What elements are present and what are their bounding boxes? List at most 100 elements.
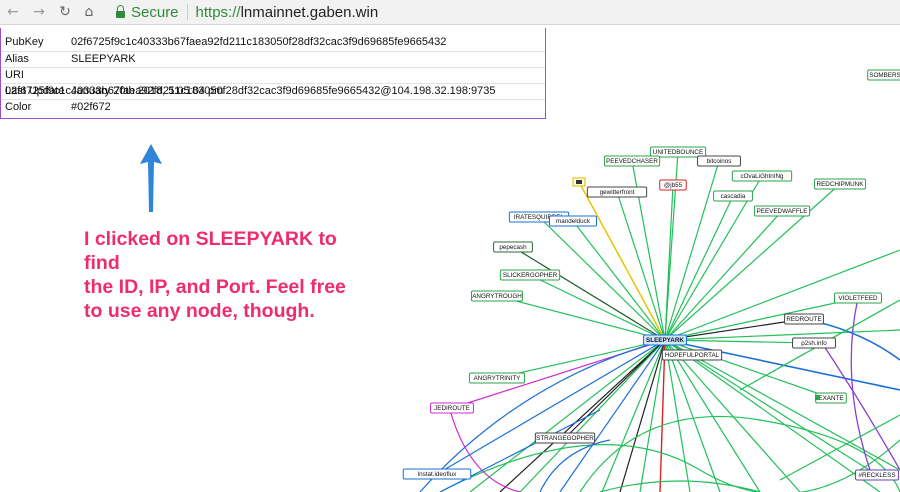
graph-node-label: SOMBERS <box>869 72 900 79</box>
graph-node-box <box>731 170 793 182</box>
graph-edge <box>616 191 666 341</box>
graph-edge <box>449 409 521 492</box>
graph-node-cascadia[interactable]: cascadia <box>713 190 753 202</box>
graph-node-sombers[interactable]: SOMBERS <box>867 69 900 81</box>
graph-node-box <box>753 205 811 217</box>
graph-node-peevedchaser[interactable]: PEEVEDCHASER <box>603 155 661 167</box>
graph-node-unitedbounce[interactable]: UNITEDBOUNCE <box>649 146 707 158</box>
graph-edge <box>512 246 666 341</box>
graph-node-sleepyark[interactable]: SLEEPYARK <box>643 334 687 346</box>
graph-node-label: lnstat.ideoflux <box>418 471 457 478</box>
graph-node-exante[interactable]: EXANTE <box>815 392 847 404</box>
graph-edge <box>664 183 841 341</box>
url-separator <box>186 4 188 20</box>
graph-node-label: IRATESQUIRREL <box>514 214 565 221</box>
graph-node-box <box>834 292 882 304</box>
graph-node-lnstat-ideoflux[interactable]: lnstat.ideoflux <box>402 468 472 480</box>
graph-node-label: SLICKERGOPHER <box>503 272 558 279</box>
graph-node-box <box>867 69 900 81</box>
graph-node-unlabeled[interactable] <box>572 177 586 187</box>
graph-node-label: REDCHIPMUNK <box>817 181 865 188</box>
graph-node-strangegopher[interactable]: STRANGEGOPHER <box>534 432 596 444</box>
graph-edge <box>664 249 900 341</box>
graph-edge <box>499 339 666 492</box>
graph-node-box <box>470 290 524 302</box>
graph-node-redchipmunk[interactable]: REDCHIPMUNK <box>813 178 867 190</box>
graph-node-box <box>549 215 597 227</box>
forward-arrow-icon[interactable]: → <box>33 4 45 20</box>
home-icon[interactable]: ⌂ <box>84 4 94 20</box>
graph-node-label: ANGRYTRINITY <box>474 375 522 382</box>
graph-node-label: VIOLETFEED <box>838 295 878 302</box>
graph-node-gewitterfront[interactable]: gewitterfront <box>586 186 648 198</box>
graph-node-label: REDROUTE <box>786 316 821 323</box>
back-arrow-icon[interactable]: ← <box>7 4 19 20</box>
graph-node--reckless[interactable]: #RECKLESS <box>855 469 899 481</box>
graph-edge <box>664 339 881 492</box>
graph-node-label: @jb55 <box>664 182 683 189</box>
graph-node-angrytrough[interactable]: ANGRYTROUGH <box>470 290 524 302</box>
graph-edge <box>572 220 666 341</box>
address-bar[interactable]: Secure https:// lnmainnet.gaben.win <box>116 2 378 22</box>
graph-node-box <box>430 402 474 414</box>
graph-edge <box>601 339 666 492</box>
graph-node-angrytrinity[interactable]: ANGRYTRINITY <box>468 372 526 384</box>
graph-node-slickergopher[interactable]: SLICKERGOPHER <box>499 269 561 281</box>
graph-node-label: ANGRYTROUGH <box>472 293 522 300</box>
graph-edge <box>664 339 815 344</box>
graph-node-violetfeed[interactable]: VIOLETFEED <box>834 292 882 304</box>
graph-node-label: PEEVEDWAFFLE <box>757 208 808 215</box>
graph-edge <box>538 216 666 341</box>
graph-node-label: #RECKLESS <box>858 472 895 479</box>
graph-edge <box>539 439 611 492</box>
graph-node-box <box>784 313 824 325</box>
lock-icon <box>116 4 125 18</box>
browser-toolbar: ← → ↻ ⌂ Secure https:// lnmainnet.gaben.… <box>0 0 900 25</box>
graph-node--jb55[interactable]: @jb55 <box>659 179 687 191</box>
graph-node-box <box>661 349 723 361</box>
graph-edge <box>664 297 859 341</box>
graph-edge <box>436 339 666 475</box>
graph-node-label: PEEVEDCHASER <box>606 158 658 165</box>
info-row-uri: URI02f6725f9c1c40333b67faea92fd211c18305… <box>5 67 545 97</box>
annotation-line: the ID, IP, and Port. Feel free <box>84 276 346 298</box>
graph-node-mandelduck[interactable]: mandelduck <box>549 215 597 227</box>
graph-edge <box>664 210 783 341</box>
graph-node-covalightning[interactable]: cOvaLiGhtnINg <box>731 170 793 182</box>
info-value: 02f6725f9c1c40333b67faea92fd211c183050f2… <box>71 36 447 48</box>
graph-node-box <box>493 241 533 253</box>
graph-edge <box>664 339 832 399</box>
graph-node-box <box>586 186 648 198</box>
graph-node-box <box>499 269 561 281</box>
annotation-line: I clicked on SLEEPYARK to <box>84 228 337 250</box>
graph-edge <box>664 339 900 471</box>
graph-node-p2sh-info[interactable]: p2sh.info <box>792 337 836 349</box>
annotation-line: find <box>84 252 120 274</box>
graph-node-label: STRANGEGOPHER <box>536 435 594 442</box>
graph-node-pepecash[interactable]: pepecash <box>493 241 533 253</box>
graph-edge <box>664 318 805 341</box>
graph-node-jediroute[interactable]: JEDIROUTE <box>430 402 474 414</box>
graph-edge <box>664 339 801 492</box>
graph-node-label: HOPEFULPORTAL <box>665 352 720 359</box>
graph-edge <box>664 339 900 391</box>
graph-edge <box>664 339 721 492</box>
graph-edge <box>496 295 666 341</box>
graph-node-bitcoinos[interactable]: bitcoinos <box>697 155 741 167</box>
reload-icon[interactable]: ↻ <box>59 4 71 20</box>
graph-node-redroute[interactable]: REDROUTE <box>784 313 824 325</box>
graph-node-peevedwaffle[interactable]: PEEVEDWAFFLE <box>753 205 811 217</box>
graph-node-hopefulportal[interactable]: HOPEFULPORTAL <box>661 349 723 361</box>
graph-edge <box>664 184 674 341</box>
graph-node-box <box>813 178 867 190</box>
graph-edge <box>599 480 761 492</box>
url-host: lnmainnet.gaben.win <box>240 3 379 21</box>
flag-icon <box>576 180 582 184</box>
graph-node-label: p2sh.info <box>801 340 827 347</box>
info-key: Alias <box>5 53 29 65</box>
